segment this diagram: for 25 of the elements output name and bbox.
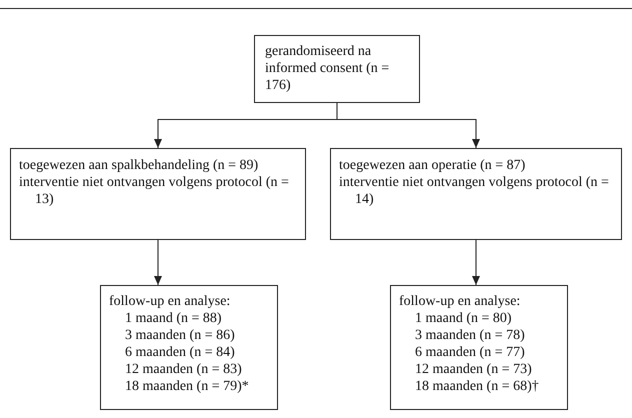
box-text: interventie niet ontvangen volgens protocol (n = 14) [339, 174, 610, 208]
box-text: 3 maanden (n = 78) [414, 327, 526, 344]
box-text: 18 maanden (n = 79)* [124, 378, 250, 395]
arrow [154, 240, 162, 286]
box-text: 1 maand (n = 88) [124, 310, 223, 327]
box-text: toegewezen aan operatie (n = 87) [339, 157, 526, 174]
process-box [254, 35, 420, 103]
box-heading: follow-up en analyse: [399, 293, 522, 310]
arrow [336, 102, 480, 148]
process-box [10, 148, 306, 240]
box-text: 3 maanden (n = 86) [124, 327, 236, 344]
box-text: interventie niet ontvangen volgens protocol (n = 13) [19, 174, 290, 208]
box-heading: follow-up en analyse: [109, 293, 232, 310]
box-text: 6 maanden (n = 77) [414, 344, 526, 361]
arrow [472, 240, 480, 286]
process-box [100, 285, 278, 410]
box-text: 12 maanden (n = 83) [124, 361, 243, 378]
process-box [330, 148, 622, 240]
box-text: 18 maanden (n = 68)† [414, 378, 540, 395]
box-text: 1 maand (n = 80) [414, 310, 513, 327]
box-text: toegewezen aan spalkbehandeling (n = 89) [19, 157, 260, 174]
box-text: gerandomiseerd na informed consent (n = 176) [265, 43, 390, 94]
process-box [390, 285, 568, 410]
box-text: 12 maanden (n = 73) [414, 361, 533, 378]
box-text: 6 maanden (n = 84) [124, 344, 236, 361]
